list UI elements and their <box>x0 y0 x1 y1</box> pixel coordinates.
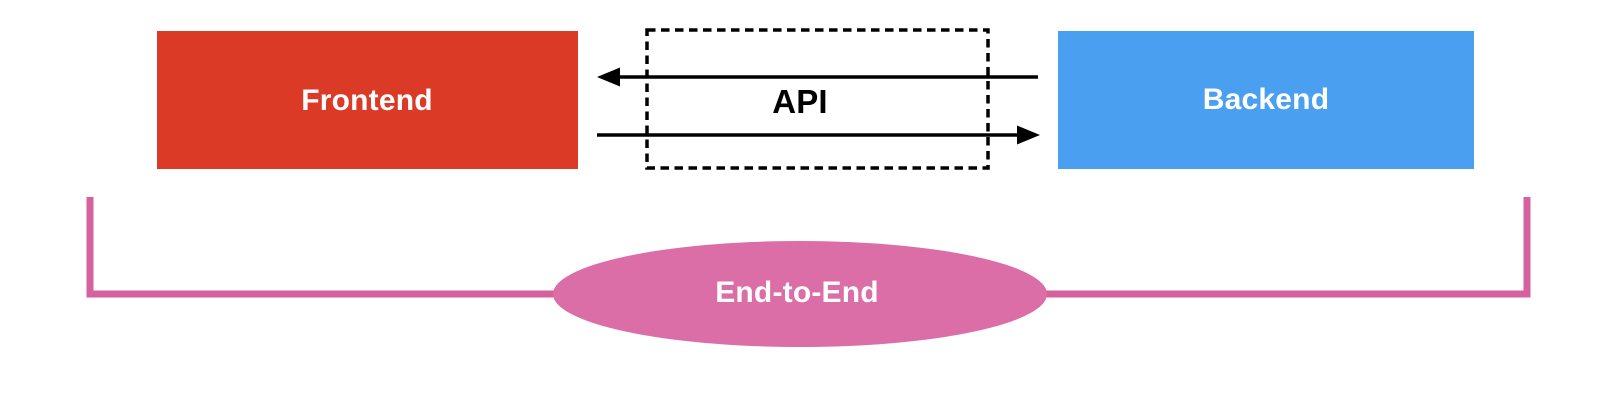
backend-box <box>1058 31 1474 169</box>
arrow-frontend-to-backend <box>597 125 1040 145</box>
arrow-backend-to-frontend <box>597 67 1038 87</box>
end-to-end-label: End-to-End <box>715 276 879 309</box>
arrowhead-right-icon <box>1017 125 1040 145</box>
backend-label: Backend <box>1202 83 1330 116</box>
frontend-box <box>157 31 578 169</box>
frontend-label: Frontend <box>301 84 433 117</box>
end-to-end-ellipse <box>553 241 1047 347</box>
api-box <box>645 28 990 170</box>
api-label: API <box>772 83 828 120</box>
arrowhead-left-icon <box>597 67 620 87</box>
